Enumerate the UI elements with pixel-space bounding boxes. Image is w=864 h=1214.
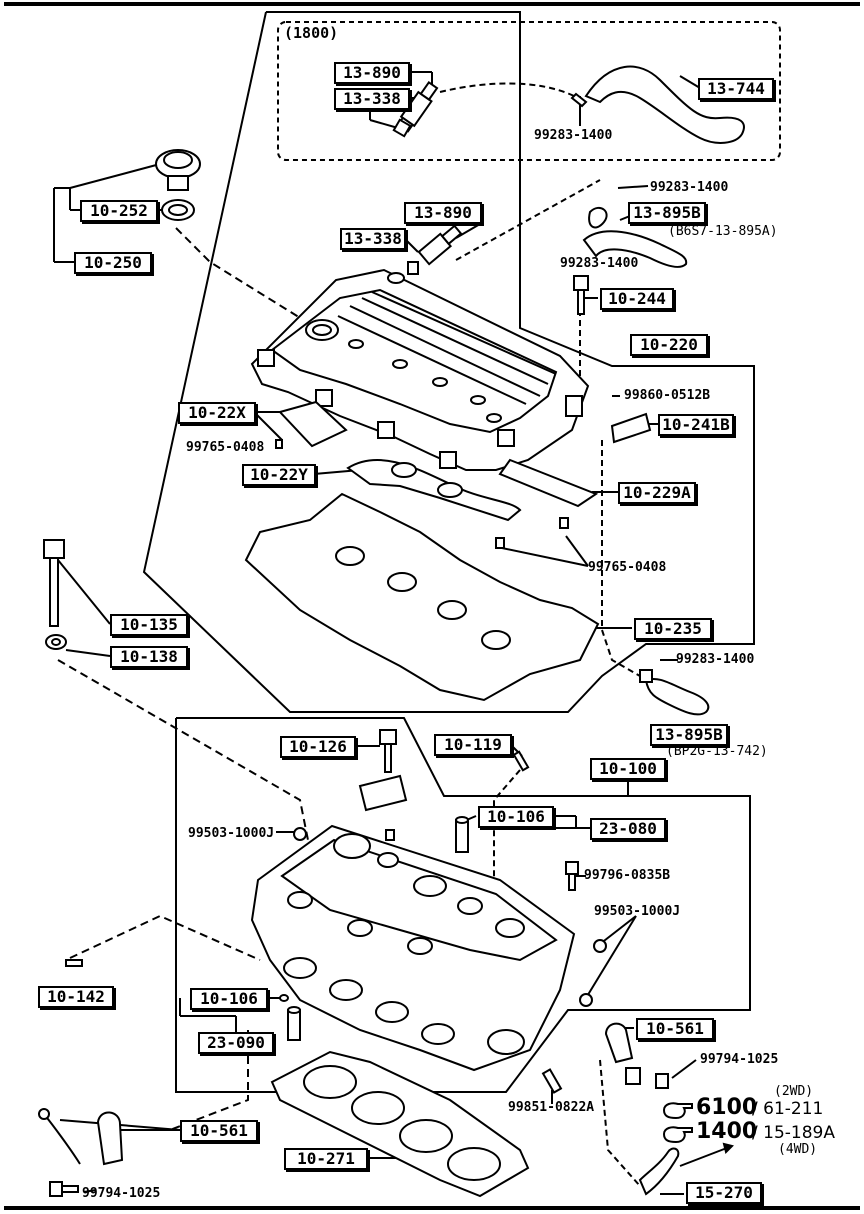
part-15-270[interactable]: 15-270: [686, 1182, 762, 1204]
part-13-895b-bottom[interactable]: 13-895B: [650, 724, 728, 746]
part-13-338-b[interactable]: 13-338: [340, 228, 406, 250]
part-99765-0408-a[interactable]: 99765-0408: [186, 440, 265, 455]
ref-group-6100-sub: / 61-211: [752, 1099, 824, 1119]
part-23-090[interactable]: 23-090: [198, 1032, 274, 1054]
part-13-744[interactable]: 13-744: [698, 78, 774, 100]
part-13-890-a[interactable]: 13-890: [334, 62, 410, 84]
part-10-22x[interactable]: 10-22X: [178, 402, 256, 424]
part-13-895b-bottom-note: (BP2G-13-742): [666, 744, 768, 759]
part-10-126[interactable]: 10-126: [280, 736, 356, 758]
part-10-119[interactable]: 10-119: [434, 734, 512, 756]
part-10-22y[interactable]: 10-22Y: [242, 464, 316, 486]
pointing-hand-icon: [662, 1126, 693, 1144]
part-10-235[interactable]: 10-235: [634, 618, 712, 640]
part-10-561-b[interactable]: 10-561: [180, 1120, 258, 1142]
part-99283-1400-b[interactable]: 99283-1400: [650, 180, 729, 195]
part-10-106-b[interactable]: 10-106: [190, 988, 268, 1010]
part-10-252[interactable]: 10-252: [80, 200, 158, 222]
part-99796-0835b[interactable]: 99796-0835B: [584, 868, 671, 883]
part-10-241b[interactable]: 10-241B: [658, 414, 734, 436]
part-10-142[interactable]: 10-142: [38, 986, 114, 1008]
part-99283-1400-a[interactable]: 99283-1400: [534, 128, 613, 143]
ref-group-1400-sub: / 15-189A: [752, 1123, 835, 1143]
part-99765-0408-b[interactable]: 99765-0408: [588, 560, 667, 575]
part-10-135[interactable]: 10-135: [110, 614, 188, 636]
part-10-220[interactable]: 10-220: [630, 334, 708, 356]
part-99283-1400-d[interactable]: 99283-1400: [676, 652, 755, 667]
part-10-244[interactable]: 10-244: [600, 288, 674, 310]
part-10-138[interactable]: 10-138: [110, 646, 188, 668]
pointing-hand-icon: [662, 1102, 693, 1120]
part-99851-0822a[interactable]: 99851-0822A: [508, 1100, 595, 1115]
part-10-271[interactable]: 10-271: [284, 1148, 368, 1170]
part-13-895b-top[interactable]: 13-895B: [628, 202, 706, 224]
part-13-890-b[interactable]: 13-890: [404, 202, 482, 224]
part-10-250[interactable]: 10-250: [74, 252, 152, 274]
part-99860-0512b[interactable]: 99860-0512B: [624, 388, 711, 403]
part-99794-1025-b[interactable]: 99794-1025: [82, 1186, 161, 1201]
ref-group-1400[interactable]: 1400: [696, 1119, 758, 1144]
ref-2wd-label: (2WD): [774, 1084, 814, 1099]
part-10-561-a[interactable]: 10-561: [636, 1018, 714, 1040]
part-99503-1000j-b[interactable]: 99503-1000J: [594, 904, 681, 919]
part-13-338-a[interactable]: 13-338: [334, 88, 410, 110]
part-99503-1000j-a[interactable]: 99503-1000J: [188, 826, 275, 841]
part-99283-1400-c[interactable]: 99283-1400: [560, 256, 639, 271]
part-10-100[interactable]: 10-100: [590, 758, 666, 780]
part-10-106-a[interactable]: 10-106: [478, 806, 554, 828]
variant-label-1800: (1800): [284, 24, 339, 42]
part-13-895b-top-note: (B6S7-13-895A): [668, 224, 778, 239]
ref-group-6100[interactable]: 6100: [696, 1095, 758, 1120]
part-23-080[interactable]: 23-080: [590, 818, 666, 840]
ref-4wd-label: (4WD): [778, 1142, 818, 1157]
part-99794-1025-a[interactable]: 99794-1025: [700, 1052, 779, 1067]
part-10-229a[interactable]: 10-229A: [618, 482, 696, 504]
